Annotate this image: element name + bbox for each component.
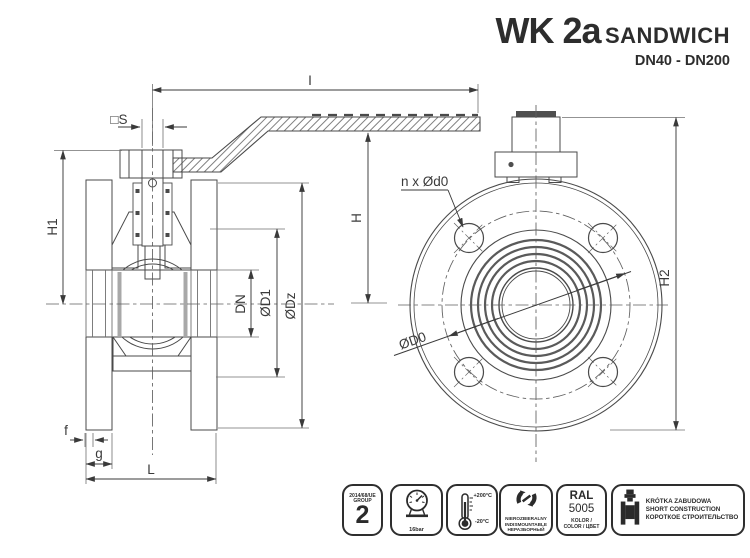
non-dismountable-icon: [515, 487, 538, 515]
badge-temperature: +200°C -20°C: [446, 484, 498, 536]
packing-dots: [135, 189, 170, 237]
directive-line2: GROUP: [353, 498, 372, 505]
label-d1: ØD1: [258, 289, 273, 317]
badge-construction: KRÓTKA ZABUDOWA SHORT CONSTRUCTION КОРОТ…: [611, 484, 745, 536]
label-l: L: [147, 462, 155, 477]
ral-code: 5005: [568, 502, 595, 515]
label-h2: H2: [657, 269, 672, 286]
indismountable-line-en: INDISMOUNTABLE: [504, 521, 548, 527]
valve-silhouette-icon: [618, 489, 642, 532]
temperature-min: -20°C: [474, 519, 489, 525]
badge-indismountable: NIEROZBIERALNY INDISMOUNTABLE НЕРАЗБОРНЫ…: [499, 484, 553, 536]
title-block: WK 2a SANDWICH DN40 - DN200: [496, 10, 730, 69]
product-series: SANDWICH: [605, 23, 730, 48]
construction-line-ru: КОРОТКОЕ СТРОИТЕЛЬСТВО: [645, 513, 739, 521]
indismountable-line-pl: NIEROZBIERALNY: [505, 516, 547, 522]
dimension-lines: [60, 87, 679, 482]
directive-group-number: 2: [355, 501, 370, 530]
color-label-1: KOLOR /: [571, 517, 592, 524]
label-dn: DN: [233, 294, 248, 314]
centerlines: [46, 105, 668, 462]
ral-standard: RAL: [569, 490, 594, 503]
label-h: H: [349, 213, 364, 223]
badge-pressure: 16bar: [390, 484, 443, 536]
temperature-max: +200°C: [473, 493, 492, 499]
pressure-gauge-icon: [399, 488, 435, 526]
product-model: WK 2a: [495, 10, 602, 51]
directive-line1: 2014/68/UE: [349, 492, 376, 499]
label-handle-length: I: [308, 73, 312, 88]
label-h1: H1: [45, 218, 60, 235]
dn-range: DN40 - DN200: [634, 53, 730, 69]
section-view: [85, 113, 481, 431]
label-dz: ØDz: [283, 292, 298, 319]
label-f: f: [64, 423, 68, 438]
label-g: g: [95, 446, 103, 461]
label-bolt-holes: n x Ød0: [401, 174, 448, 189]
pressure-value: 16bar: [409, 526, 424, 533]
indismountable-line-ru: НЕРАЗБОРНЫЙ: [507, 527, 545, 533]
label-stem-square: □S: [110, 112, 127, 127]
construction-line-pl: KRÓTKA ZABUDOWA: [645, 498, 712, 506]
badge-directive: 2014/68/UE GROUP 2: [342, 484, 383, 536]
product-title: WK 2a SANDWICH: [496, 10, 730, 52]
bolt-holes: [453, 222, 619, 388]
handle-lever: [172, 116, 481, 173]
color-label-2: COLOR / ЦВЕТ: [563, 523, 600, 530]
construction-line-en: SHORT CONSTRUCTION: [645, 506, 721, 514]
thermometer-icon: [455, 492, 475, 534]
badge-color: RAL 5005 KOLOR / COLOR / ЦВЕТ: [556, 484, 607, 536]
